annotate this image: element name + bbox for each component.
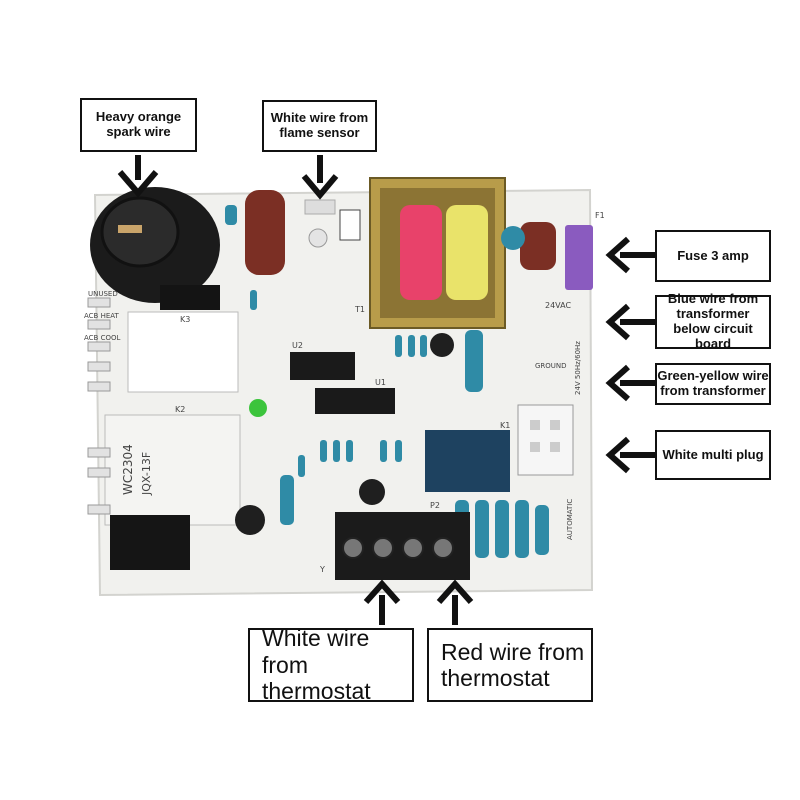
callout-fuse-text: Fuse 3 amp	[677, 247, 749, 263]
callout-green-yellow: Green-yellow wire from transformer	[655, 363, 771, 405]
callout-flame-sensor: White wire from flame sensor	[262, 100, 377, 152]
transformer	[369, 177, 506, 329]
callout-flame-sensor-text: White wire from flame sensor	[270, 110, 369, 140]
capacitor-large	[245, 190, 285, 275]
spark-ignitor-connector	[90, 187, 220, 310]
arrows	[117, 155, 655, 625]
callout-red-thermostat-text: Red wire from thermostat	[441, 638, 585, 691]
label-acb-cool: ACB COOL	[84, 334, 120, 342]
callout-white-thermostat: White wire from thermostat	[248, 625, 414, 705]
callout-fuse: Fuse 3 amp	[655, 230, 771, 282]
white-multi-plug	[517, 404, 574, 476]
relay-k2-part: WC2304	[121, 444, 135, 495]
label-u1: U1	[375, 378, 386, 387]
callout-spark-wire: Heavy orange spark wire	[80, 98, 197, 152]
relay-k2: JQX-13F WC2304	[104, 414, 241, 526]
label-rating: 24V 50Hz/60Hz	[574, 341, 582, 395]
relay-k1	[425, 430, 510, 492]
left-pin-headers	[87, 297, 111, 515]
relay-k3	[127, 311, 239, 393]
callout-blue-wire: Blue wire from transformer below circuit…	[655, 291, 771, 351]
label-u2: U2	[292, 341, 303, 350]
label-y: Y	[319, 565, 325, 574]
small-resistors	[250, 290, 483, 525]
label-acb-heat: ACB HEAT	[84, 312, 120, 320]
green-led	[249, 399, 267, 417]
thermostat-terminal-block	[335, 512, 470, 580]
callout-white-thermostat-text: White wire from thermostat	[262, 625, 371, 705]
capacitor-c2	[235, 505, 265, 535]
capacitor-c1	[359, 479, 385, 505]
callout-multi-plug-text: White multi plug	[662, 446, 764, 462]
ic-u2	[290, 352, 355, 380]
black-connector	[110, 515, 190, 570]
label-k2: K2	[175, 405, 185, 414]
callout-blue-wire-text: Blue wire from transformer below circuit…	[667, 291, 759, 351]
label-t1: T1	[354, 305, 365, 314]
callout-multi-plug: White multi plug	[655, 430, 771, 480]
label-k1: K1	[500, 421, 510, 430]
label-unused: UNUSED	[88, 290, 118, 298]
callout-green-yellow-text: Green-yellow wire from transformer	[657, 368, 769, 398]
label-p2: P2	[430, 501, 440, 510]
callout-red-thermostat: Red wire from thermostat	[427, 628, 593, 702]
flame-sensor-terminal	[304, 199, 336, 215]
label-k3: K3	[180, 315, 190, 324]
ic-u1	[315, 388, 395, 414]
label-ground: GROUND	[535, 362, 567, 370]
callout-spark-wire-text: Heavy orange spark wire	[95, 109, 182, 139]
fuse-3-amp	[565, 225, 593, 290]
label-24vac: 24VAC	[545, 301, 571, 310]
label-f1: F1	[595, 211, 605, 220]
label-automatic: AUTOMATIC	[566, 499, 574, 540]
relay-k2-model: JQX-13F	[140, 452, 153, 496]
